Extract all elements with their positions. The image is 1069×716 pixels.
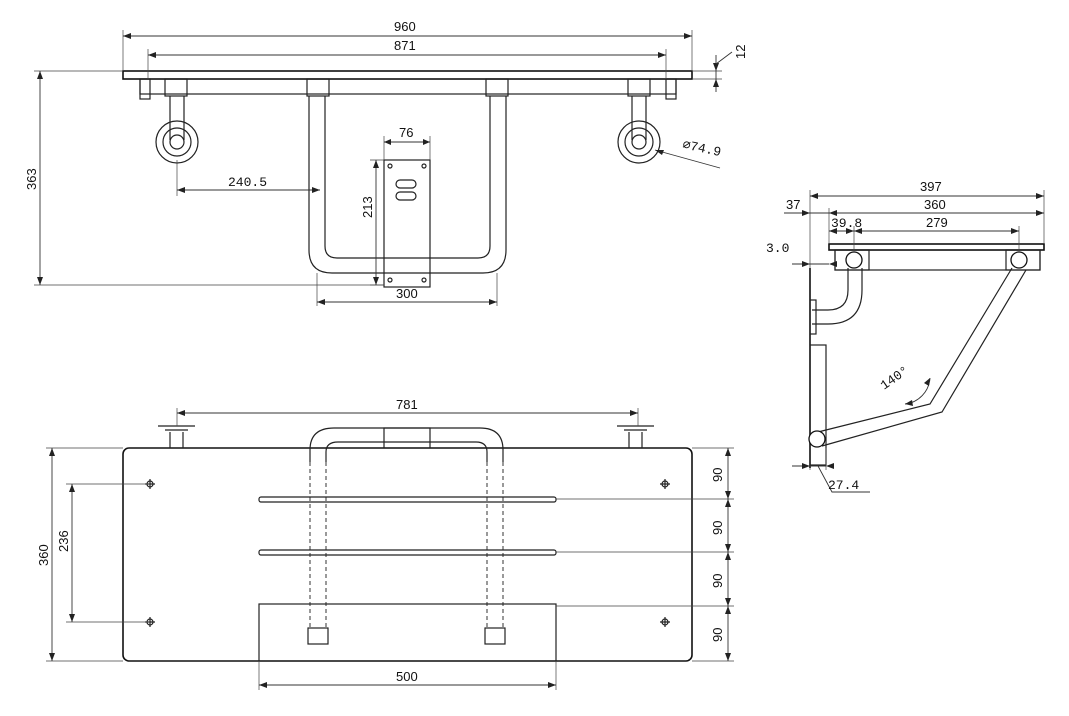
slat-2 [258,549,557,556]
dim-slat-3: 90 [710,574,725,588]
side-view: 140° 397 360 37 39.8 279 3.0 27.4 [766,179,1045,493]
dim-flange-diameter: ⌀74.9 [681,137,722,160]
right-wall-flange-core [631,134,647,150]
dim-flange-offset: 240.5 [228,175,267,190]
dim-overall-width: 960 [394,19,416,34]
top-view: 960 871 12 363 240.5 ⌀74.9 76 21 [24,19,748,306]
left-wall-flange-core [169,134,185,150]
left-wall-flange-inner [162,127,192,157]
dim-mount-plate-height: 213 [360,196,375,218]
dim-tube-span: 279 [926,215,948,230]
front-slat [258,603,557,662]
bracket-clamp-1 [164,78,188,97]
dim-bracket-span: 871 [394,38,416,53]
dim-overall-depth: 363 [24,168,39,190]
brace-pivot [808,430,826,448]
side-bracket-left [834,249,870,271]
seat-screw-holes [145,479,670,627]
front-leg-left-hidden [309,462,327,630]
dim-mount-plate-width: 76 [399,125,413,140]
front-leg-right-hidden [486,462,504,630]
front-view: 781 360 236 90 90 90 90 500 [36,397,734,690]
front-mount-block [383,427,431,449]
bracket-clamp-4 [627,78,651,97]
bracket-block-right [665,78,677,100]
dim-slat-1: 90 [710,468,725,482]
dim-side-seat-depth: 360 [924,197,946,212]
side-bracket-right [1005,249,1041,271]
side-wall-flange [809,299,817,335]
dim-plate-thickness: 12 [733,45,748,59]
front-u-frame-inner [325,441,488,462]
dim-front-seat-depth: 360 [36,544,51,566]
side-seat-plate [828,243,1045,251]
front-foot-left [307,627,329,645]
right-wall-flange-outer [617,120,661,164]
mounting-plate [383,159,431,288]
dim-slat-4: 90 [710,628,725,642]
dim-front-slat-width: 500 [396,669,418,684]
bracket-clamp-2 [306,78,330,97]
diagonal-brace [817,267,1027,447]
u-frame-inner [324,96,491,259]
u-frame-outer [308,96,507,274]
front-flange-left [158,425,195,448]
dim-brace-angle: 140° [878,363,912,393]
side-mount-plate [809,344,827,466]
bracket-block-left [139,78,151,100]
dim-tube-diameter: 27.4 [828,478,859,493]
mounting-plate-screws [387,163,427,283]
dim-frame-width: 300 [396,286,418,301]
mounting-plate-slot-bottom [395,191,417,201]
front-foot-right [484,627,506,645]
dim-clearance: 3.0 [766,241,789,256]
bracket-clamp-3 [485,78,509,97]
left-support-arm [169,96,185,140]
dim-side-overall: 397 [920,179,942,194]
rear-rail [139,78,677,95]
front-u-frame-outer [309,427,504,462]
front-flange-right [617,425,654,448]
dim-flange-span: 781 [396,397,418,412]
side-tube-right [1010,251,1028,269]
right-support-arm [631,96,647,140]
left-wall-flange-outer [155,120,199,164]
right-wall-flange-inner [624,127,654,157]
dim-side-offset: 37 [786,197,800,212]
side-tube-left [845,251,863,269]
dim-hole-spacing: 236 [56,530,71,552]
seat-plate [122,70,693,80]
mounting-plate-slot-top [395,179,417,189]
slat-1 [258,496,557,503]
dim-tube-offset: 39.8 [831,216,862,231]
side-rail [834,249,1041,271]
dim-slat-2: 90 [710,521,725,535]
side-wall-arm [812,268,863,325]
